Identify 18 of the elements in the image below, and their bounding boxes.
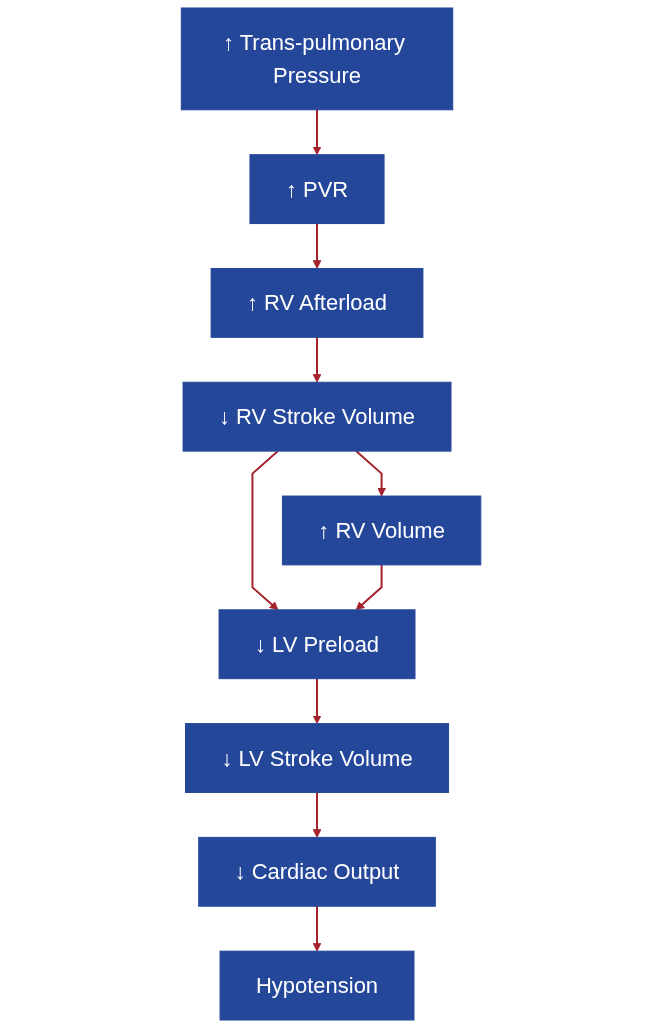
arrow [355,450,386,497]
node-box: ↑ Trans-pulmonary Pressure [180,7,454,111]
node-box: ↑ RV Volume [281,495,482,566]
arrow [312,336,322,383]
node-box: ↑ PVR [249,154,385,225]
arrow [312,108,322,156]
arrow [355,563,383,611]
arrow [312,222,322,269]
arrow [251,450,279,611]
arrow [312,677,322,724]
node-box: ↓ LV Preload [218,609,416,680]
arrow [312,905,322,952]
node-box: ↓ LV Stroke Volume [184,723,449,793]
node-box: Hypotension [219,950,415,1021]
node-box: ↓ Cardiac Output [198,836,436,907]
arrow [312,791,322,838]
node-box: ↓ RV Stroke Volume [182,381,452,452]
node-box: ↑ RV Afterload [210,268,424,338]
